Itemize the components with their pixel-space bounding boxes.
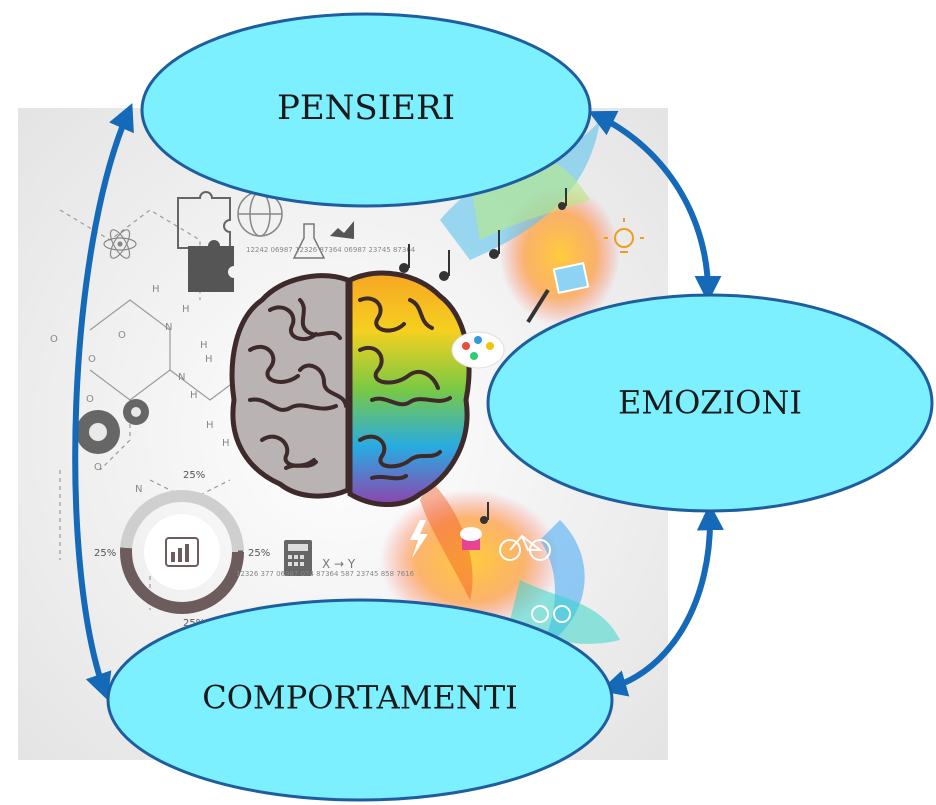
palette-icon — [451, 331, 505, 369]
paintbrush-icon — [526, 288, 550, 324]
trend-chart-icon — [330, 221, 354, 239]
stat-percent-right: 25% — [248, 548, 270, 559]
node-comportamenti-label: COMPORTAMENTI — [202, 679, 518, 717]
glasses-icon — [531, 605, 571, 623]
music-notes-icon — [399, 188, 567, 524]
gear-icon-large — [76, 410, 120, 454]
picture-icon — [552, 261, 590, 295]
mol-letter: O — [94, 462, 102, 473]
lightning-icon — [410, 520, 428, 558]
mol-letter: N — [135, 484, 142, 495]
node-emozioni-label: EMOZIONI — [618, 384, 802, 422]
arrow-pensieri-emozioni — [588, 110, 722, 303]
stat-percent-left: 25% — [94, 548, 116, 559]
mol-letter: O — [50, 334, 58, 345]
cycle-arrows — [72, 103, 724, 701]
mol-letter: H — [182, 304, 190, 315]
node-emozioni-shape — [486, 293, 934, 513]
arrow-pensieri-comportamenti — [72, 103, 134, 701]
mol-letter: H — [206, 420, 214, 431]
brain-left-hemisphere — [229, 273, 351, 499]
mol-letter: O — [86, 394, 94, 405]
mol-letter: H — [222, 438, 230, 449]
flask-icon — [292, 223, 326, 259]
gear-icon-small — [123, 399, 149, 425]
node-comportamenti: COMPORTAMENTI — [106, 598, 614, 802]
numbers-block-bottom: 12326 377 06987 074 87364 587 23745 858 … — [236, 570, 415, 578]
puzzle-piece-dark-icon — [188, 240, 234, 292]
node-pensieri-shape — [140, 12, 592, 208]
numbers-block-top: 12242 06987 12326 87364 06987 23745 8736… — [246, 246, 416, 254]
arrow-emozioni-comportamenti — [599, 503, 724, 697]
mol-letter: O — [118, 330, 126, 341]
mol-letter: N — [178, 372, 185, 383]
node-emozioni: EMOZIONI — [486, 293, 934, 513]
formula-text: X → Y — [322, 557, 356, 571]
calculator-icon — [284, 540, 312, 576]
stat-percent-top: 25% — [183, 470, 205, 481]
mol-letter: O — [88, 354, 96, 365]
puzzle-icon — [177, 191, 231, 249]
brain-right-hemisphere — [347, 270, 472, 508]
node-pensieri-label: PENSIERI — [277, 88, 455, 128]
cupcake-icon — [460, 527, 482, 550]
mol-letter: H — [205, 354, 213, 365]
node-pensieri: PENSIERI — [140, 12, 592, 208]
mol-letter: H — [152, 284, 160, 295]
bicycle-icon — [499, 534, 551, 561]
node-comportamenti-shape — [106, 598, 614, 802]
mol-letter: H — [190, 390, 198, 401]
mol-letter: H — [200, 340, 208, 351]
mol-letter: N — [165, 322, 172, 333]
